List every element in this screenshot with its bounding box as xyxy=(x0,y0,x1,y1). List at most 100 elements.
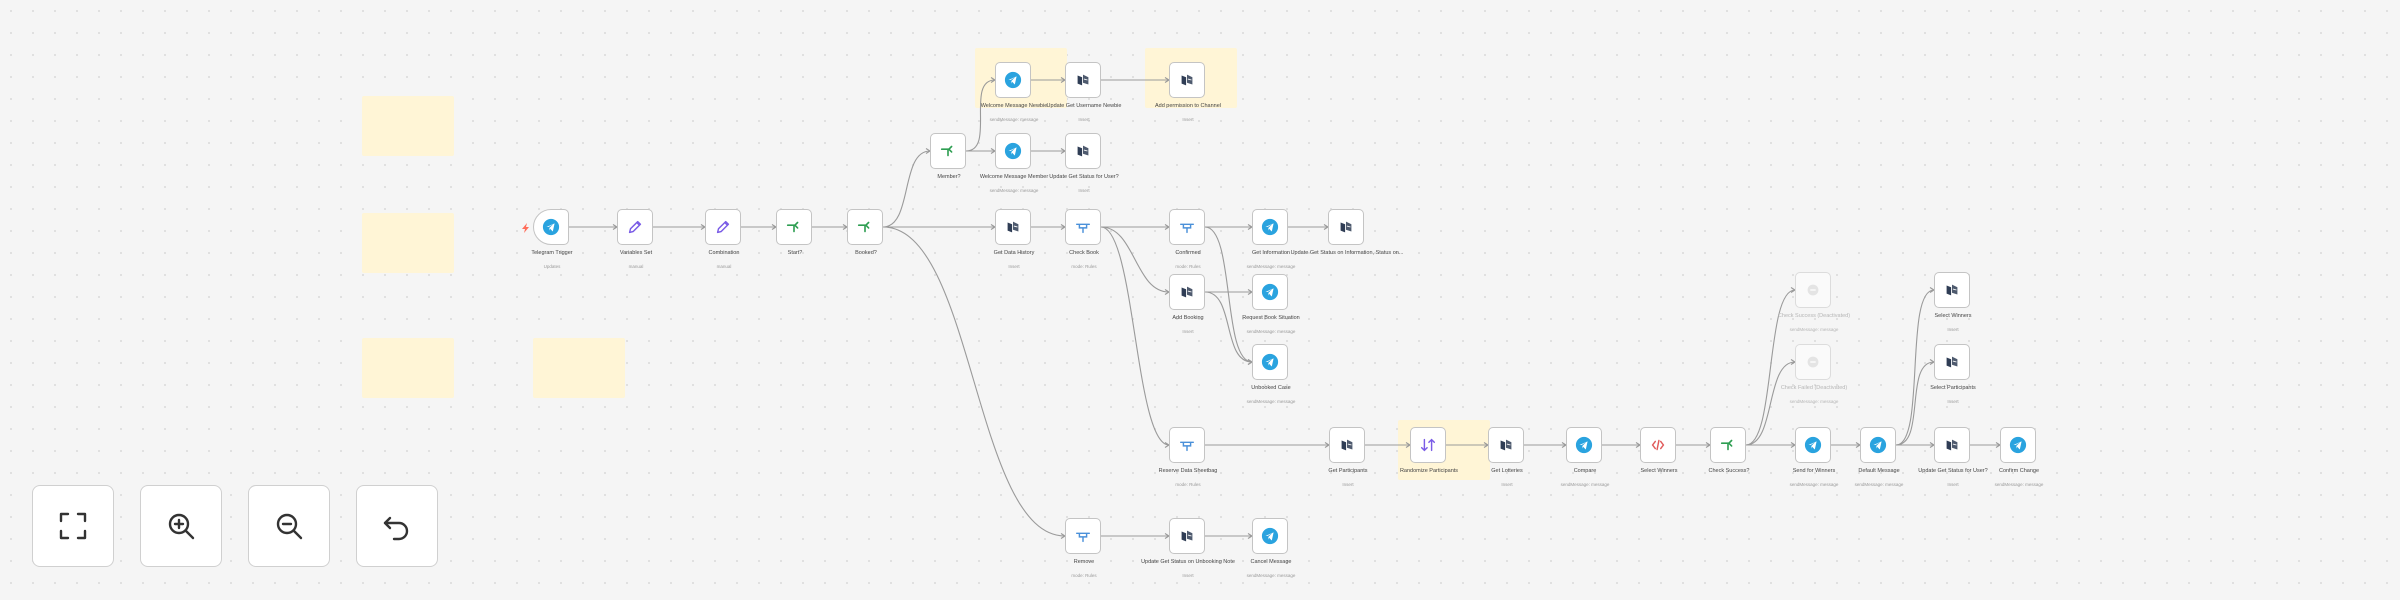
undo-button[interactable] xyxy=(356,485,438,567)
connection-line[interactable] xyxy=(882,150,931,228)
node-label: Get Information xyxy=(1252,250,1290,256)
node-subtitle: Insert xyxy=(1947,399,1959,404)
node-subtitle: Updates xyxy=(543,264,561,269)
node-label: Send for Winners xyxy=(1792,468,1836,474)
node-if1[interactable]: Start? xyxy=(776,209,812,256)
node-subtitle: sendMessage: message xyxy=(1789,482,1839,487)
node-label: Combination xyxy=(708,250,740,256)
node-label: Check Success (Deactivated) xyxy=(1777,313,1851,319)
node-if2[interactable]: Booked? xyxy=(847,209,883,256)
node-label: Telegram Trigger xyxy=(531,250,573,256)
node-label: Update Get Username Newbie xyxy=(1046,103,1122,109)
node-subtitle: manual xyxy=(628,264,644,269)
connection-line[interactable] xyxy=(1100,226,1170,446)
zoom-out-icon xyxy=(276,513,303,540)
node-nop-success[interactable]: Check Success (Deactivated)sendMessage: … xyxy=(1778,272,1850,332)
node-label: Variables Set xyxy=(619,250,653,256)
node-subtitle: mode: Rules xyxy=(1071,264,1097,269)
node-tg-win-remind[interactable]: Send for Winners sendMessage: message xyxy=(1790,427,1838,487)
node-set1[interactable]: Variables Set manual xyxy=(617,209,653,269)
node-label: Remove xyxy=(1073,559,1095,565)
node-label: Cancel Message xyxy=(1250,559,1292,565)
zoom-in-button[interactable] xyxy=(140,485,222,567)
sheets-icon xyxy=(1077,74,1089,86)
if-icon xyxy=(1720,439,1733,451)
node-code-winners[interactable]: Select Winners xyxy=(1640,427,1678,474)
if-icon xyxy=(940,145,953,157)
node-gs-update-winner[interactable]: Update Get Status for User?Insert xyxy=(1918,427,1988,487)
node-gs-update-user[interactable]: Update Get Status for User? Insert xyxy=(1049,133,1119,193)
telegram-icon xyxy=(1004,142,1022,160)
sticky-note[interactable] xyxy=(362,213,454,273)
node-gs-update-booking[interactable]: Update Get Status on Information, Status… xyxy=(1291,209,1403,256)
node-subtitle: Insert xyxy=(1182,329,1194,334)
node-label: Welcome Message Newbie xyxy=(980,103,1048,109)
node-label: Start? xyxy=(787,250,803,256)
node-subtitle: Insert xyxy=(1078,188,1090,193)
zoom-in-icon xyxy=(168,513,195,540)
sheets-icon xyxy=(1500,439,1512,451)
telegram-icon xyxy=(1261,218,1279,236)
sticky-note[interactable] xyxy=(362,96,454,156)
node-subtitle: Insert xyxy=(1182,573,1194,578)
node-label: Welcome Message Member xyxy=(979,174,1049,180)
telegram-icon xyxy=(1261,283,1279,301)
telegram-icon xyxy=(542,218,560,236)
sheets-icon xyxy=(1946,356,1958,368)
connection-line[interactable] xyxy=(1100,226,1170,293)
node-if3[interactable]: Member? xyxy=(930,133,966,180)
node-label: Select Participants xyxy=(1930,385,1976,391)
node-label: Update Get Status for User? xyxy=(1918,468,1988,474)
switch-icon xyxy=(1179,441,1195,452)
sheets-icon xyxy=(1007,221,1019,233)
fit-view-button[interactable] xyxy=(32,485,114,567)
undo-icon xyxy=(383,516,409,541)
connection-line[interactable] xyxy=(1204,226,1253,363)
node-subtitle: sendMessage: message xyxy=(1246,264,1296,269)
node-tg-info[interactable]: Get Information sendMessage: message xyxy=(1247,209,1295,269)
sheets-icon xyxy=(1181,286,1193,298)
telegram-icon xyxy=(1004,71,1022,89)
node-label: Check Book xyxy=(1069,250,1099,256)
zoom-out-button[interactable] xyxy=(248,485,330,567)
node-sort-random[interactable]: Randomize Participants xyxy=(1400,427,1458,474)
sticky-note[interactable] xyxy=(533,338,625,398)
node-label: Booked? xyxy=(855,250,877,256)
node-sw-check[interactable]: Check Book mode: Rules xyxy=(1065,209,1101,269)
node-label: Add permission to Channel xyxy=(1154,103,1222,109)
connection-line[interactable] xyxy=(882,226,1066,537)
node-nop-failed[interactable]: Check Failed (Deactivated)sendMessage: m… xyxy=(1781,344,1847,404)
if-icon xyxy=(857,221,870,233)
connection-line[interactable] xyxy=(1204,291,1253,363)
sticky-note[interactable] xyxy=(362,338,454,398)
node-label: Check Success? xyxy=(1708,468,1750,474)
node-label: Reserve Data Sheetbag xyxy=(1158,468,1218,474)
node-label: Update Get Status for User? xyxy=(1049,174,1119,180)
node-if-success[interactable]: Check Success? xyxy=(1709,427,1749,474)
node-subtitle: sendMessage: message xyxy=(1246,399,1296,404)
if-icon xyxy=(786,221,799,233)
